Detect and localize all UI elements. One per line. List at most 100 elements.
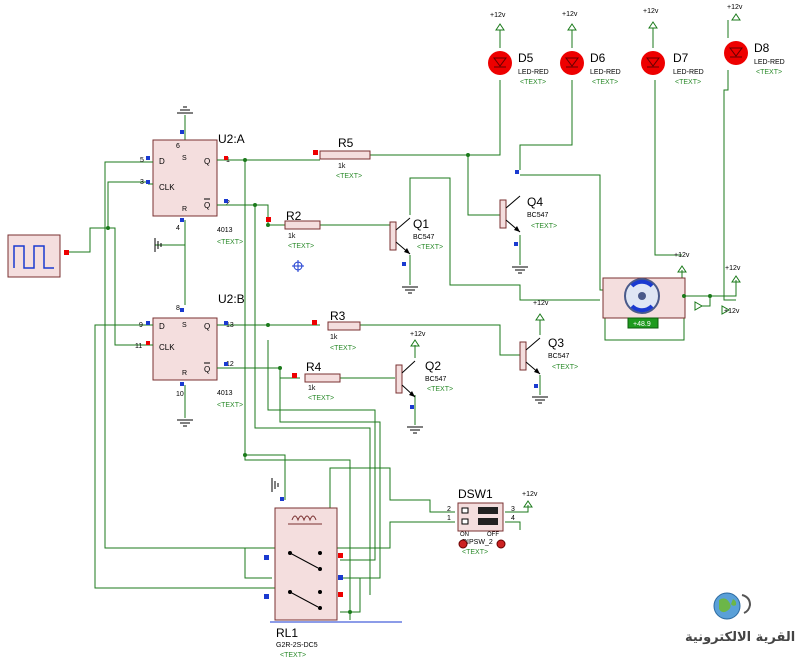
motor[interactable]: +48.9 [602, 277, 686, 329]
pin-marker [338, 553, 343, 558]
led-d8[interactable]: D8 LED-RED <TEXT> [724, 41, 785, 76]
q3-text: <TEXT> [552, 364, 578, 371]
rl1-ref: RL1 [276, 626, 298, 640]
power-label: +12v [522, 491, 538, 498]
q4-ref: Q4 [527, 195, 543, 209]
relay-rl1[interactable]: RL1 G2R-2S-DC5 <TEXT> [264, 497, 402, 659]
pin-marker [266, 217, 271, 222]
pin-label-d: D [159, 322, 165, 331]
transistor-q4[interactable]: Q4 BC547 <TEXT> [499, 170, 557, 246]
pin-label-r: R [182, 206, 187, 213]
d6-ref: D6 [590, 51, 606, 65]
pin-num-3: 3 [140, 179, 144, 186]
r3-text: <TEXT> [330, 345, 356, 352]
rl1-part: G2R-2S-DC5 [276, 642, 318, 649]
d6-part: LED-RED [590, 69, 621, 76]
ground-symbols [154, 106, 548, 492]
dip-switch-dsw1[interactable]: DSW1 ON OFF DIPSW_2 <TEXT> 2 1 3 4 [447, 487, 515, 556]
led-d7[interactable]: D7 LED-RED <TEXT> [641, 51, 704, 86]
pin-num-2: 2 [226, 200, 230, 207]
q3-part: BC547 [548, 353, 570, 360]
q4-text: <TEXT> [531, 223, 557, 230]
power-terminals [410, 13, 741, 508]
logo-text: القرية الالكترونية [685, 630, 795, 645]
resistor-r2[interactable]: R2 1k <TEXT> [266, 209, 321, 250]
led-d6[interactable]: D6 LED-RED <TEXT> [560, 51, 621, 86]
pin-label-q: Q [204, 322, 210, 331]
u2a-text: <TEXT> [217, 239, 243, 246]
transistor-q3[interactable]: Q3 BC547 <TEXT> [519, 336, 578, 388]
pin-num-4: 4 [176, 225, 180, 232]
transistor-q1[interactable]: Q1 BC547 <TEXT> [389, 217, 443, 266]
pin-label-s: S [182, 322, 187, 329]
power-label: +12v [725, 265, 741, 272]
r3-ref: R3 [330, 309, 346, 323]
clock-generator[interactable] [7, 234, 69, 278]
pin-num-3: 3 [511, 506, 515, 513]
pin-label-clk: CLK [159, 343, 175, 352]
pin-num-9: 9 [139, 322, 143, 329]
r5-text: <TEXT> [336, 173, 362, 180]
pin-label-clk: CLK [159, 183, 175, 192]
pin-marker [402, 262, 406, 266]
r5-ref: R5 [338, 136, 354, 150]
pin-marker [534, 384, 538, 388]
resistor-r5[interactable]: R5 1k <TEXT> [313, 136, 371, 180]
switch-knob[interactable] [458, 539, 468, 549]
pin-marker [64, 250, 69, 255]
r3-value: 1k [330, 334, 338, 341]
pin-marker [180, 130, 184, 134]
ic-u2a[interactable]: U2:A 4013 <TEXT> D CLK Q Q S R 5 3 1 2 6… [140, 130, 245, 246]
q3-ref: Q3 [548, 336, 564, 350]
r2-value: 1k [288, 233, 296, 240]
resistor-r4[interactable]: R4 1k <TEXT> [292, 360, 341, 402]
power-label: +12v [533, 300, 549, 307]
dsw1-text: <TEXT> [462, 549, 488, 556]
pin-marker [224, 156, 228, 160]
q1-text: <TEXT> [417, 244, 443, 251]
junction-dots [106, 153, 712, 614]
q2-ref: Q2 [425, 359, 441, 373]
q2-part: BC547 [425, 376, 447, 383]
pin-marker [280, 497, 284, 501]
pin-num-2: 2 [447, 506, 451, 513]
pin-label-r: R [182, 370, 187, 377]
d7-ref: D7 [673, 51, 689, 65]
resistor-r3[interactable]: R3 1k <TEXT> [312, 309, 361, 352]
pin-marker [224, 199, 228, 203]
pin-num-11: 11 [135, 343, 142, 350]
d5-part: LED-RED [518, 69, 549, 76]
power-label: +12v [562, 11, 578, 18]
pin-marker [180, 218, 184, 222]
r4-text: <TEXT> [308, 395, 334, 402]
led-d5[interactable]: D5 LED-RED <TEXT> [488, 51, 549, 86]
r4-value: 1k [308, 385, 316, 392]
u2b-ref: U2:B [218, 292, 245, 306]
ic-u2b[interactable]: U2:B 4013 <TEXT> D CLK Q Q S R 9 11 13 1… [135, 292, 245, 409]
pin-label-s: S [182, 155, 187, 162]
dsw1-on: ON [460, 532, 469, 538]
pin-marker [146, 321, 150, 325]
switch-knob[interactable] [496, 539, 506, 549]
d8-ref: D8 [754, 41, 770, 55]
power-label: +12v [643, 8, 659, 15]
d8-part: LED-RED [754, 59, 785, 66]
pin-marker [180, 382, 184, 386]
power-label: +12v [727, 4, 743, 11]
pin-marker [264, 555, 269, 560]
pin-num-4: 4 [511, 515, 515, 522]
logo-globe-icon [713, 592, 752, 620]
dsw1-off: OFF [487, 532, 499, 538]
motor-readout-box [627, 317, 659, 329]
pin-marker [180, 308, 184, 312]
power-labels: +12v +12v +12v +12v +12v +12v +12v +12v … [410, 4, 743, 498]
transistor-q2[interactable]: Q2 BC547 <TEXT> [395, 359, 453, 409]
power-label: +12v [410, 331, 426, 338]
power-label: +12v [490, 12, 506, 19]
q2-text: <TEXT> [427, 386, 453, 393]
r2-ref: R2 [286, 209, 302, 223]
u2a-ref: U2:A [218, 132, 245, 146]
d8-text: <TEXT> [756, 69, 782, 76]
pin-marker [514, 242, 518, 246]
